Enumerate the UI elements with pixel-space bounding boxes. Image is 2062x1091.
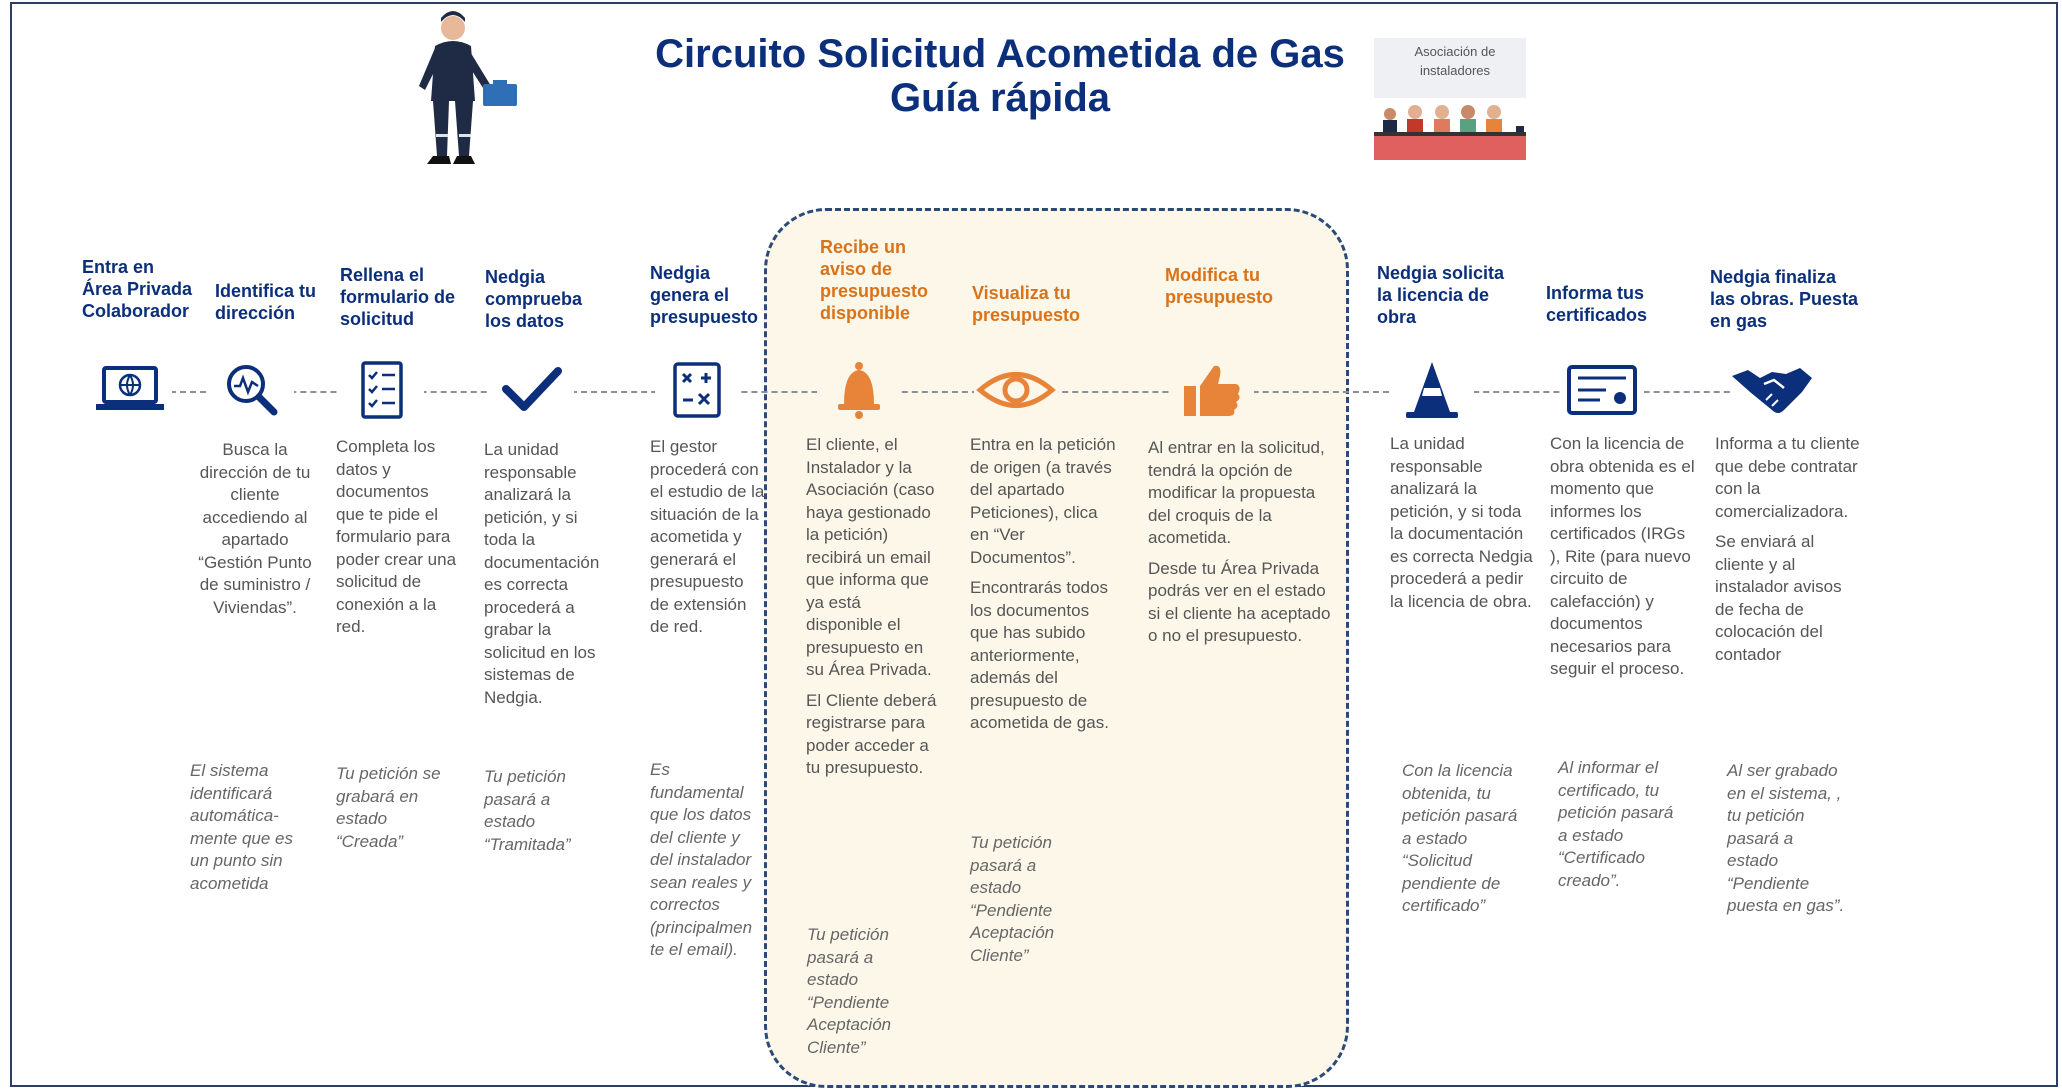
- step-6-description: El cliente, el Instalador y la Asociació…: [806, 434, 938, 788]
- step-7-status: Tu petición pasará a estado “Pendiente A…: [970, 833, 1055, 965]
- traffic-cone-icon: [1390, 352, 1474, 428]
- step-3-status: Tu petición se grabará en estado “Creada…: [336, 764, 441, 851]
- step-8-description-p1: Al entrar en la solicitud, tendrá la opc…: [1148, 438, 1325, 547]
- step-3-description-p1: Completa los datos y documentos que te p…: [336, 437, 457, 636]
- checkmark-icon: [490, 352, 574, 428]
- bell-icon: [817, 352, 901, 428]
- laptop-icon: [88, 352, 172, 428]
- step-8-description: Al entrar en la solicitud, tendrá la opc…: [1148, 437, 1338, 656]
- step-10-description-p1: Con la licencia de obra obtenida es el m…: [1550, 434, 1695, 678]
- step-2-title: Identifica tu dirección: [215, 281, 317, 323]
- step-7-description-p1: Entra en la petición de origen (a través…: [970, 435, 1116, 567]
- step-9-description-p1: La unidad responsable analizará la petic…: [1390, 434, 1533, 611]
- step-11-description: Informa a tu cliente que debe contratar …: [1715, 433, 1865, 674]
- step-1-title: Entra en Área Privada Colaborador: [82, 257, 193, 321]
- handshake-icon: [1730, 352, 1814, 428]
- step-4-title: Nedgia comprueba los datos: [485, 267, 583, 331]
- step-6-title: Recibe un aviso de presupuesto disponibl…: [820, 237, 929, 323]
- title-line-2: Guía rápida: [889, 76, 1111, 120]
- step-7-description-p2: Encontrarás todos los documentos que has…: [970, 578, 1109, 732]
- page-title: Circuito Solicitud Acometida de Gas Guía…: [560, 32, 1440, 120]
- thumbs-up-icon: [1170, 352, 1254, 428]
- step-6-description-p1: El cliente, el Instalador y la Asociació…: [806, 435, 935, 679]
- title-line-1: Circuito Solicitud Acometida de Gas: [655, 32, 1345, 76]
- association-label: Asociación de instaladores: [1400, 40, 1510, 82]
- step-10-title: Informa tus certificados: [1546, 283, 1648, 325]
- step-5-description-p1: El gestor procederá con el estudio de la…: [650, 437, 765, 636]
- step-8-title: Modifica tu presupuesto: [1165, 265, 1274, 307]
- step-9-description: La unidad responsable analizará la petic…: [1390, 433, 1538, 621]
- step-11-description-p1: Informa a tu cliente que debe contratar …: [1715, 434, 1860, 521]
- checklist-icon: [340, 352, 424, 428]
- step-2-description: Busca la dirección de tu cliente accedie…: [190, 439, 320, 627]
- step-11-title: Nedgia finaliza las obras. Puesta en gas: [1710, 267, 1859, 331]
- step-5-title: Nedgia genera el presupuesto: [650, 263, 759, 327]
- step-4-description-p1: La unidad responsable analizará la petic…: [484, 440, 600, 707]
- step-2-description-p1: Busca la dirección de tu cliente accedie…: [198, 440, 312, 617]
- step-3-description: Completa los datos y documentos que te p…: [336, 436, 458, 647]
- certificate-icon: [1560, 352, 1644, 428]
- step-9-status: Con la licencia obtenida, tu petición pa…: [1402, 761, 1518, 915]
- step-5-status: Es fundamental que los datos del cliente…: [650, 760, 753, 959]
- step-4-status: Tu petición pasará a estado “Tramitada”: [484, 767, 571, 854]
- step-3-title: Rellena el formulario de solicitud: [340, 265, 456, 329]
- step-7-title: Visualiza tu presupuesto: [972, 283, 1081, 325]
- step-11-status: Al ser grabado en el sistema, , tu petic…: [1727, 761, 1845, 915]
- eye-icon: [974, 352, 1058, 428]
- calculator-icon: [655, 352, 739, 428]
- step-10-status: Al informar el certificado, tu petición …: [1558, 758, 1674, 890]
- search-icon: [210, 352, 294, 428]
- installers-association-illustration: [1374, 38, 1526, 160]
- step-8-description-p2: Desde tu Área Privada podrás ver en el e…: [1148, 558, 1331, 646]
- step-4-description: La unidad responsable analizará la petic…: [484, 439, 612, 717]
- worker-illustration: [419, 11, 517, 164]
- step-7-description: Entra en la petición de origen (a través…: [970, 434, 1120, 743]
- step-5-description: El gestor procederá con el estudio de la…: [650, 436, 765, 647]
- step-11-description-p2: Se enviará al cliente y al instalador av…: [1715, 532, 1842, 664]
- step-6-description-p2: El Cliente deberá registrarse para poder…: [806, 690, 937, 778]
- step-2-status: El sistema identificará automática-mente…: [190, 761, 294, 893]
- step-10-description: Con la licencia de obra obtenida es el m…: [1550, 433, 1698, 689]
- step-6-status: Tu petición pasará a estado “Pendiente A…: [807, 925, 892, 1057]
- step-9-title: Nedgia solicita la licencia de obra: [1377, 263, 1505, 327]
